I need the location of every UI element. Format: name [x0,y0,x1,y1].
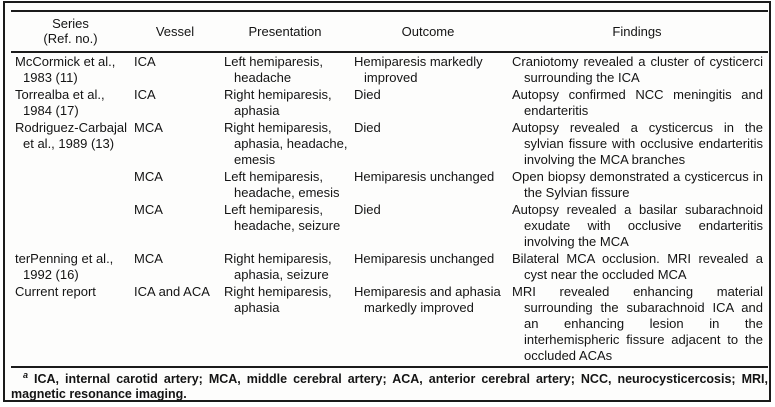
cell-outcome: Hemiparesis and aphasia markedly improve… [354,284,501,315]
table-header: Series (Ref. no.) Vessel Presentation Ou… [11,11,768,53]
table-border-frame: Series (Ref. no.) Vessel Presentation Ou… [3,1,771,402]
cell-vessel: MCA [134,169,163,184]
footnote-text: ICA, internal carotid artery; MCA, middl… [11,372,768,401]
col-header-series-line2: (Ref. no.) [43,31,98,46]
cell-vessel: ICA [134,87,156,102]
table-footnote: a ICA, internal carotid artery; MCA, mid… [11,366,768,401]
cell-outcome: Hemiparesis unchanged [354,169,495,184]
cell-outcome: Hemiparesis unchanged [354,251,495,266]
col-header-findings: Findings [506,11,768,53]
cell-vessel: ICA and ACA [134,284,210,299]
cell-findings: Autopsy confirmed NCC meningitis and end… [512,87,763,118]
cell-vessel: MCA [134,120,163,135]
cell-findings: Open biopsy demonstrated a cysticercus i… [512,169,763,200]
footnote-marker: a [23,369,29,380]
cell-presentation: Right hemiparesis, aphasia, seizure [224,251,332,282]
cell-findings: Bilateral MCA occlusion. MRI revealed a … [512,251,763,282]
cell-presentation: Right hemiparesis, aphasia, headache, em… [224,120,348,167]
cell-series: Rodriguez-Carbajal et al., 1989 (13) [15,120,127,151]
cell-outcome: Hemiparesis markedly improved [354,54,483,85]
table-row: Rodriguez-Carbajal et al., 1989 (13) MCA… [11,119,768,168]
col-header-series-line1: Series [52,16,89,31]
cell-series: Torrealba et al., 1984 (17) [15,87,105,118]
cell-vessel: ICA [134,54,156,69]
header-row: Series (Ref. no.) Vessel Presentation Ou… [11,11,768,53]
cell-findings: MRI revealed enhancing material surround… [512,284,763,363]
cell-series: McCormick et al., 1983 (11) [15,54,116,85]
col-header-outcome: Outcome [350,11,506,53]
cell-outcome: Died [354,120,381,135]
cell-series [11,201,130,250]
cell-findings: Autopsy revealed a basilar subarachnoid … [512,202,763,249]
cell-findings: Autopsy revealed a cysticercus in the sy… [512,120,763,167]
table-row: Torrealba et al., 1984 (17) ICA Right he… [11,86,768,119]
table-row: Current report ICA and ACA Right hemipar… [11,283,768,364]
cell-presentation: Left hemiparesis, headache, emesis [224,169,340,200]
cell-presentation: Left hemiparesis, headache, seizure [224,202,341,233]
table-body: McCormick et al., 1983 (11) ICA Left hem… [11,52,768,364]
cell-presentation: Right hemiparesis, aphasia [224,284,332,315]
cell-vessel: MCA [134,251,163,266]
cell-outcome: Died [354,202,381,217]
case-series-table: Series (Ref. no.) Vessel Presentation Ou… [11,10,768,364]
cell-presentation: Left hemiparesis, headache [224,54,323,85]
col-header-series: Series (Ref. no.) [11,11,130,53]
table-row: terPenning et al., 1992 (16) MCA Right h… [11,250,768,283]
cell-vessel: MCA [134,202,163,217]
cell-series [11,168,130,201]
col-header-presentation: Presentation [220,11,350,53]
cell-findings: Craniotomy revealed a cluster of cystice… [512,54,763,85]
table-row: MCA Left hemiparesis, headache, seizure … [11,201,768,250]
table-row: McCormick et al., 1983 (11) ICA Left hem… [11,52,768,86]
cell-outcome: Died [354,87,381,102]
cell-series: terPenning et al., 1992 (16) [15,251,114,282]
cell-series: Current report [15,284,96,299]
cell-presentation: Right hemiparesis, aphasia [224,87,332,118]
table-row: MCA Left hemiparesis, headache, emesis H… [11,168,768,201]
col-header-vessel: Vessel [130,11,220,53]
